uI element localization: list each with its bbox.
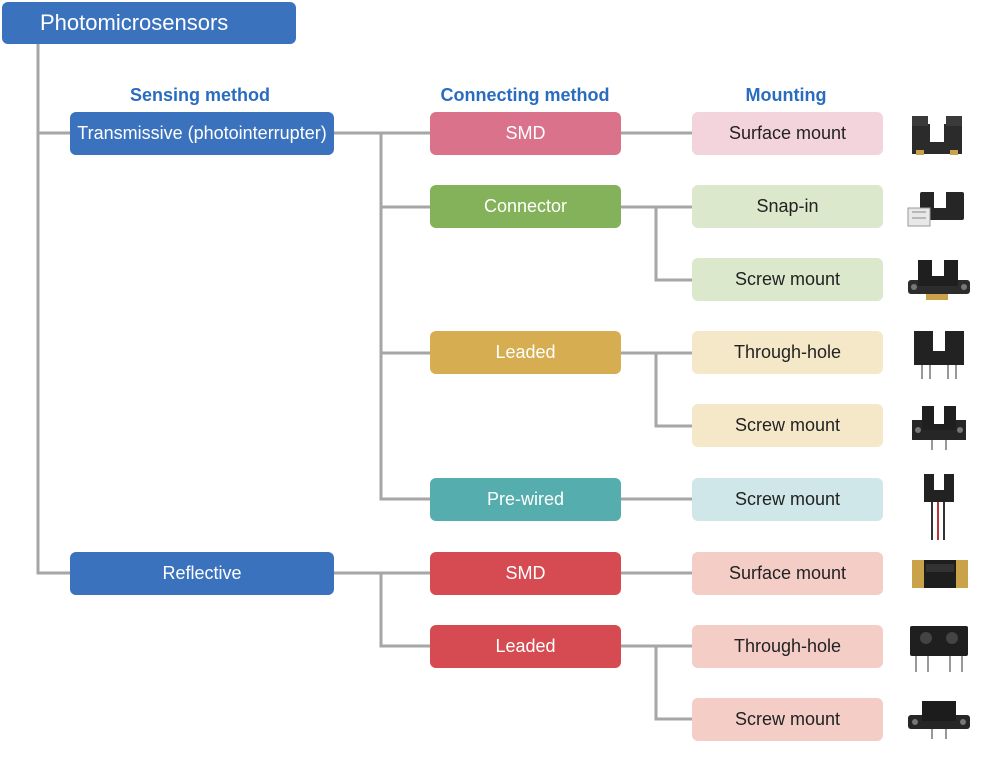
node-mount-screw-mount: Screw mount <box>692 698 883 741</box>
node-sensing-reflective: Reflective <box>70 552 334 595</box>
reflective-screw-icon <box>908 701 970 739</box>
photointerrupter-screw-connector-icon <box>908 254 970 300</box>
node-mount-through-hole: Through-hole <box>692 331 883 374</box>
node-mount-screw-mount: Screw mount <box>692 404 883 447</box>
photointerrupter-prewired-icon <box>924 470 954 540</box>
header-sensing-method: Sensing method <box>129 85 270 105</box>
node-mount-screw-mount: Screw mount <box>692 478 883 521</box>
photointerrupter-snap-in-icon <box>907 186 964 227</box>
header-mounting: Mounting <box>745 85 827 105</box>
node-mount-screw-mount: Screw mount <box>692 258 883 301</box>
photointerrupter-through-hole-icon <box>914 327 964 379</box>
node-connecting-leaded: Leaded <box>430 331 621 374</box>
reflective-through-hole-icon <box>910 626 968 672</box>
photointerrupter-smd-icon <box>912 116 962 155</box>
header-connecting-method: Connecting method <box>440 85 610 105</box>
reflective-smd-icon <box>912 560 968 588</box>
node-mount-snap-in: Snap-in <box>692 185 883 228</box>
node-connecting-smd: SMD <box>430 112 621 155</box>
node-connecting-connector: Connector <box>430 185 621 228</box>
node-connecting-pre-wired: Pre-wired <box>430 478 621 521</box>
node-mount-through-hole: Through-hole <box>692 625 883 668</box>
node-connecting-reflective-leaded: Leaded <box>430 625 621 668</box>
photointerrupter-screw-leaded-icon <box>912 402 966 450</box>
node-mount-surface-mount: Surface mount <box>692 112 883 155</box>
node-connecting-reflective-smd: SMD <box>430 552 621 595</box>
root-node-photomicrosensors: Photomicrosensors <box>2 2 296 44</box>
node-sensing-transmissive: Transmissive (photointerrupter) <box>70 112 334 155</box>
node-mount-surface-mount: Surface mount <box>692 552 883 595</box>
